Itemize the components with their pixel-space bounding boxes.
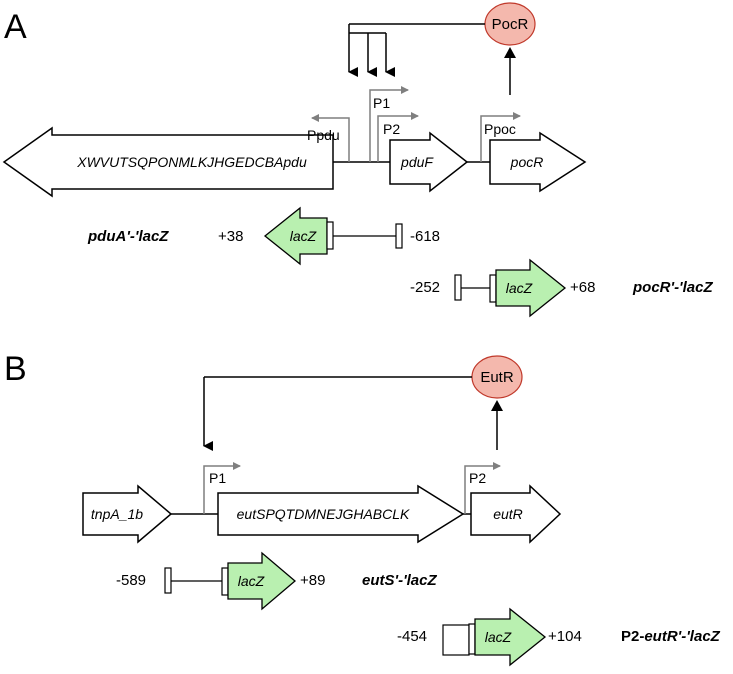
eutR-lacZ-label: lacZ — [485, 629, 512, 645]
eutR-lacZ-reporter-arrow — [474, 607, 547, 667]
eutS-fusion-end-cap — [164, 567, 172, 594]
tnpA-gene-label: tnpA_1b — [91, 506, 143, 522]
pduA-left-coord: +38 — [218, 228, 243, 245]
eutR-right-coord: +104 — [548, 628, 582, 645]
eutS-left-coord: -589 — [116, 572, 146, 589]
eutS-right-coord: +89 — [300, 572, 325, 589]
p2-promoter-arrow-a — [377, 112, 419, 162]
pocR-fusion-name: pocR'-'lacZ — [632, 279, 713, 296]
eutR-gene-arrow — [470, 484, 562, 544]
pdu-operon-arrow — [2, 126, 334, 198]
pocR-expression-arrowhead — [504, 47, 516, 58]
ppdu-promoter-arrow — [311, 114, 350, 162]
eutR-gene-label: eutR — [493, 506, 523, 522]
ppdu-promoter-label: Ppdu — [307, 127, 340, 143]
eutR-fusion-junction — [468, 623, 476, 655]
eutR-fusion-name: P2-eutR'-'lacZ — [621, 628, 721, 645]
eutS-lacZ-reporter-arrow — [227, 551, 297, 611]
pduA-lacZ-reporter-arrow — [263, 206, 328, 266]
pocR-regulator-label: PocR — [492, 16, 529, 33]
pocR-fusion-end-cap — [454, 274, 462, 301]
ppoc-promoter-label: Ppoc — [484, 121, 516, 137]
pdu-operon-label: XWVUTSQPONMLKJHGEDCBApdu — [76, 154, 307, 170]
eutS-lacZ-label: lacZ — [238, 573, 265, 589]
pduA-right-coord: -618 — [410, 228, 440, 245]
eutR-regulator-label: EutR — [480, 369, 514, 386]
pocR-gene-label: pocR — [510, 154, 544, 170]
eutR-expression-arrowhead — [491, 400, 503, 411]
p1-promoter-arrow-a — [369, 86, 409, 162]
p2-promoter-label-a: P2 — [383, 121, 400, 137]
p2-promoter-arrow-b — [464, 462, 501, 514]
p1-promoter-label-b: P1 — [209, 470, 226, 486]
ppoc-promoter-arrow — [480, 112, 521, 162]
pduA-lacZ-label: lacZ — [290, 228, 317, 244]
eutR-fusion-name-italic: eutR'-'lacZ — [644, 628, 720, 645]
pocR-left-coord: -252 — [410, 279, 440, 296]
eutS-fusion-junction — [221, 567, 229, 596]
pocR-right-coord: +68 — [570, 279, 595, 296]
eut-operon-arrow — [217, 484, 465, 544]
pocR-gene-arrow — [489, 131, 587, 193]
pduA-fusion-name: pduA'-'lacZ — [87, 228, 169, 245]
tnpA-gene-arrow — [82, 484, 173, 544]
p1-promoter-label-a: P1 — [373, 95, 390, 111]
panel-b-label: B — [4, 350, 27, 388]
panel-a-label: A — [4, 8, 27, 46]
pocR-fusion-junction — [489, 274, 497, 303]
pocR-lacZ-label: lacZ — [506, 280, 533, 296]
eutR-fusion-promoter-box — [442, 624, 470, 656]
eutR-fusion-prefix: P2- — [621, 628, 644, 645]
pduF-gene-label: pduF — [400, 154, 434, 170]
eut-operon-label: eutSPQTDMNEJGHABCLK — [237, 506, 410, 522]
pocR-lacZ-reporter-arrow — [495, 258, 567, 318]
pduF-gene-arrow — [389, 131, 469, 193]
eutS-fusion-name: eutS'-'lacZ — [362, 572, 437, 589]
pduA-fusion-end-cap — [395, 223, 403, 249]
pduA-fusion-junction — [326, 221, 334, 250]
p1-promoter-arrow-b — [203, 462, 241, 514]
p2-promoter-label-b: P2 — [469, 470, 486, 486]
eutR-left-coord: -454 — [397, 628, 427, 645]
